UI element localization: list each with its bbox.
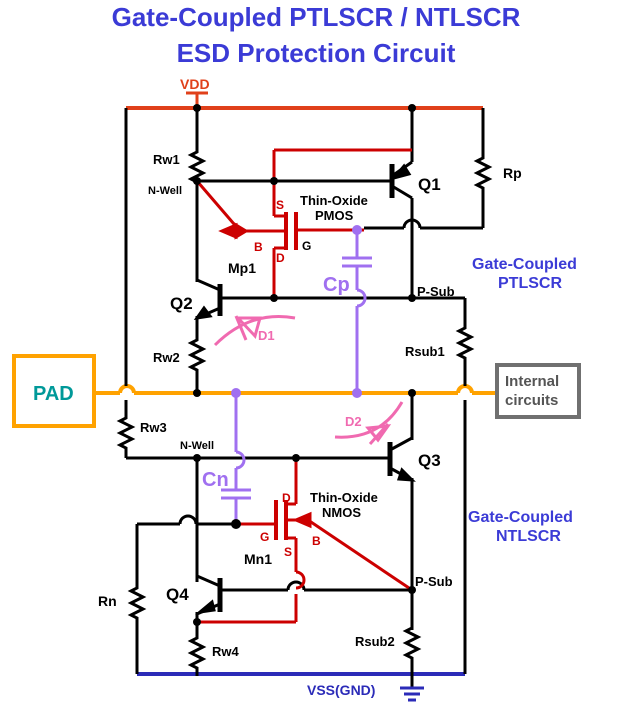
- psub-top-label: P-Sub: [417, 284, 455, 299]
- pmos-desc-line2: PMOS: [315, 208, 354, 223]
- ntlscr-title-line1: Gate-Coupled: [468, 509, 573, 526]
- pad-box: [12, 354, 96, 428]
- d1-label: D1: [258, 328, 275, 343]
- q3-label: Q3: [418, 451, 441, 470]
- nwell-top-label: N-Well: [148, 185, 182, 197]
- title-line-1: Gate-Coupled PTLSCR / NTLSCR: [111, 2, 521, 32]
- cp-label: Cp: [323, 274, 350, 296]
- d2-label: D2: [345, 414, 362, 429]
- mn1-nmos: [197, 458, 413, 624]
- ntlscr-title-line2: NTLSCR: [496, 528, 561, 545]
- cn-label: Cn: [202, 469, 229, 491]
- ntlscr-wires: [129, 393, 420, 678]
- nmos-d-label: D: [282, 491, 291, 505]
- q2-label: Q2: [170, 294, 193, 313]
- vss-rail: [137, 672, 465, 688]
- internal-label-line1: Internal: [505, 373, 559, 390]
- ptlscr-title-line2: PTLSCR: [498, 275, 562, 292]
- pad-label: PAD: [33, 383, 74, 405]
- q3-transistor: [387, 436, 416, 482]
- nmos-g-label: G: [260, 530, 269, 544]
- q1-transistor: [389, 160, 413, 200]
- ptlscr-wires: [189, 108, 491, 674]
- pmos-d-label: D: [276, 251, 285, 265]
- cn-node: [231, 519, 241, 529]
- cp-node: [352, 225, 362, 235]
- rp-label: Rp: [503, 165, 522, 181]
- cn-pad-node: [231, 388, 241, 398]
- mp1-label: Mp1: [228, 260, 256, 276]
- q4-transistor: [194, 574, 223, 616]
- vdd-label: VDD: [180, 76, 210, 92]
- internal-label-line2: circuits: [505, 392, 558, 409]
- cp-capacitor: [342, 230, 372, 393]
- nmos-desc-line2: NMOS: [322, 505, 361, 520]
- nmos-desc-line1: Thin-Oxide: [310, 490, 378, 505]
- title-line-2: ESD Protection Circuit: [176, 38, 456, 68]
- rw1-label: Rw1: [153, 152, 180, 167]
- q1-label: Q1: [418, 175, 441, 194]
- psub-bottom-label: P-Sub: [415, 574, 453, 589]
- left-wire: [118, 108, 390, 460]
- pmos-g-label: G: [302, 239, 311, 253]
- nwell-bottom-label: N-Well: [180, 440, 214, 452]
- internal-circuits-box: [495, 363, 581, 419]
- nmos-s-label: S: [284, 545, 292, 559]
- vdd-rail: [126, 91, 483, 110]
- rsub2-label: Rsub2: [355, 634, 395, 649]
- mn1-label: Mn1: [244, 551, 272, 567]
- mp1-pmos: [195, 148, 412, 298]
- ground-icon: [400, 686, 424, 702]
- rsub1-label: Rsub1: [405, 344, 445, 359]
- q2-transistor: [193, 278, 223, 321]
- pmos-b-label: B: [254, 240, 263, 254]
- vss-label: VSS(GND): [307, 682, 375, 698]
- rn-label: Rn: [98, 593, 117, 609]
- pad-line: [95, 384, 496, 395]
- pmos-s-label: S: [276, 198, 284, 212]
- cp-pad-node: [352, 388, 362, 398]
- d2-diode: [334, 401, 404, 446]
- ptlscr-title-line1: Gate-Coupled: [472, 256, 577, 273]
- nmos-b-label: B: [312, 534, 321, 548]
- ntlscr-junctions: [193, 389, 416, 626]
- pmos-desc-line1: Thin-Oxide: [300, 193, 368, 208]
- ptlscr-junctions: [193, 104, 416, 397]
- rw4-label: Rw4: [212, 644, 240, 659]
- d1-diode: [213, 315, 296, 347]
- rw3-label: Rw3: [140, 420, 167, 435]
- q4-label: Q4: [166, 585, 189, 604]
- rw2-label: Rw2: [153, 350, 180, 365]
